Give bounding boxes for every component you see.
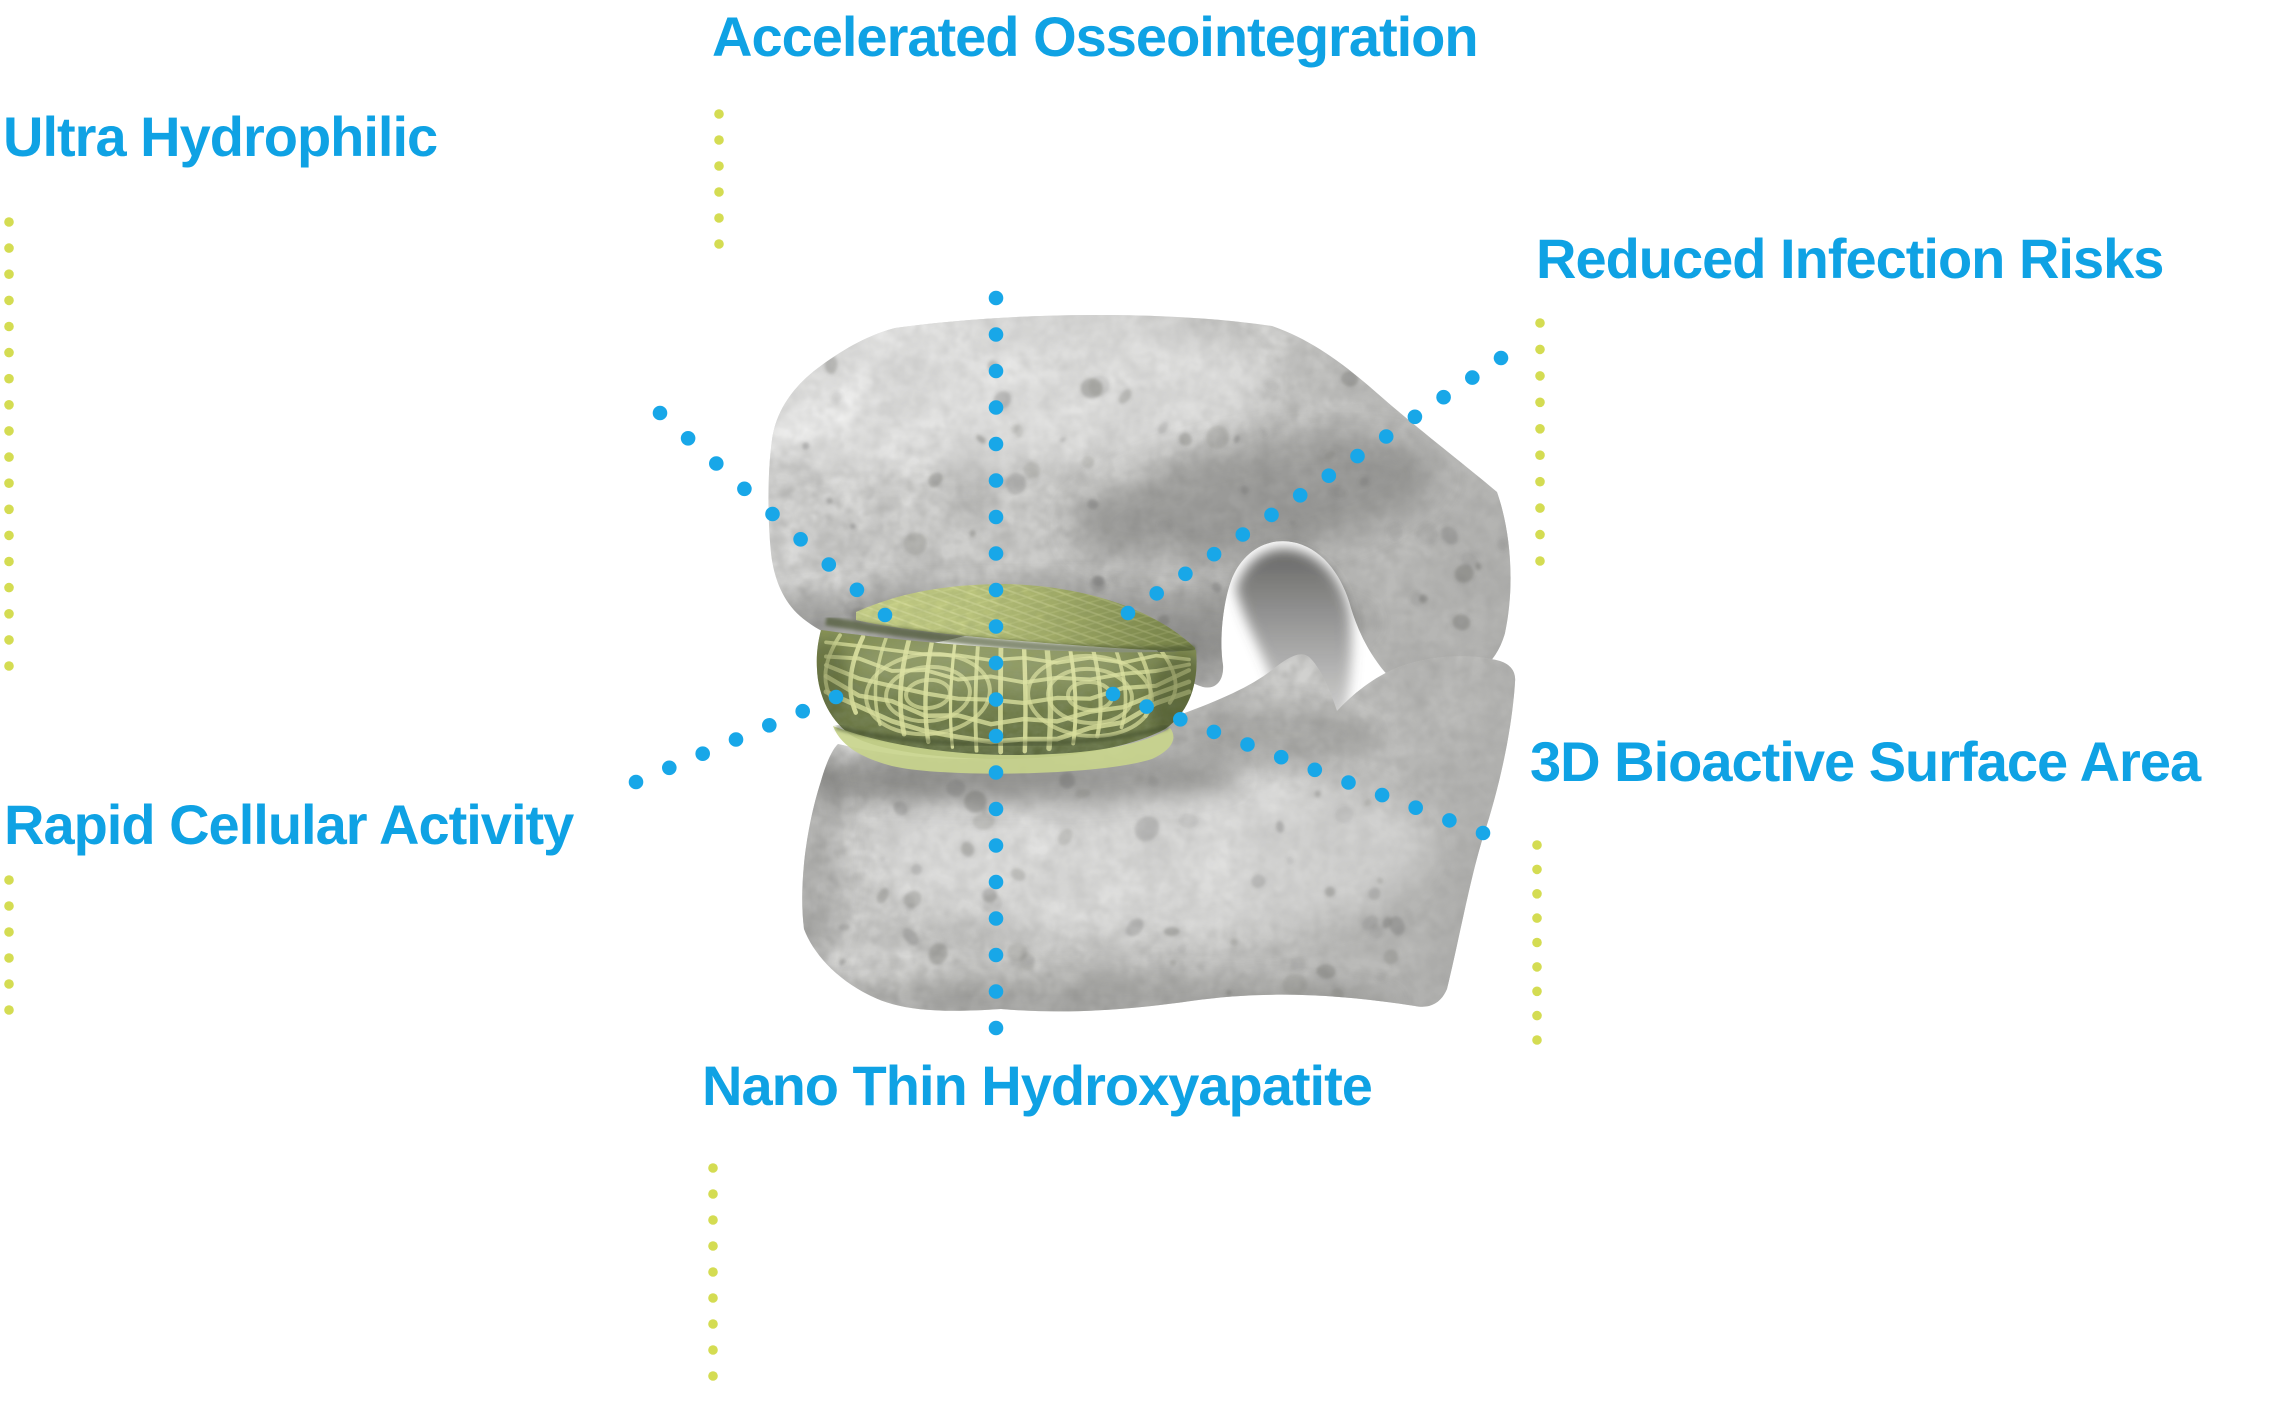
vertebra-bottom-shading [802, 705, 1430, 1012]
osseointegration-tick [714, 109, 724, 249]
infection-tick [1535, 318, 1545, 566]
cellular-leader [628, 689, 844, 790]
label-ultra-hydrophilic: Ultra Hydrophilic [3, 105, 438, 168]
surface-tick [1532, 840, 1542, 1045]
infection-leader [1120, 350, 1509, 621]
leader-lines [4, 109, 1545, 1381]
cellular-tick [4, 875, 14, 1015]
hydroxyapatite-tick [708, 1163, 718, 1381]
hydrophilic-tick [4, 217, 14, 671]
bone-pores-bottom [838, 771, 1405, 1002]
hydrophilic-leader [652, 405, 893, 623]
implant-bottom-rim [833, 726, 1174, 774]
vertebra-bottom-bone [802, 654, 1516, 1012]
label-nano-thin-hydroxyapatite: Nano Thin Hydroxyapatite [702, 1054, 1373, 1117]
label-rapid-cellular-activity: Rapid Cellular Activity [4, 793, 574, 856]
osseointegration-leader [988, 290, 1004, 1036]
label-3d-bioactive-surface-area: 3D Bioactive Surface Area [1530, 730, 2201, 793]
label-reduced-infection-risks: Reduced Infection Risks [1536, 227, 2164, 290]
label-accelerated-osseointegration: Accelerated Osseointegration [712, 5, 1479, 68]
implant-crease [825, 616, 1196, 656]
implant-bottom-crease [835, 724, 1169, 747]
surface-leader [1105, 686, 1491, 841]
